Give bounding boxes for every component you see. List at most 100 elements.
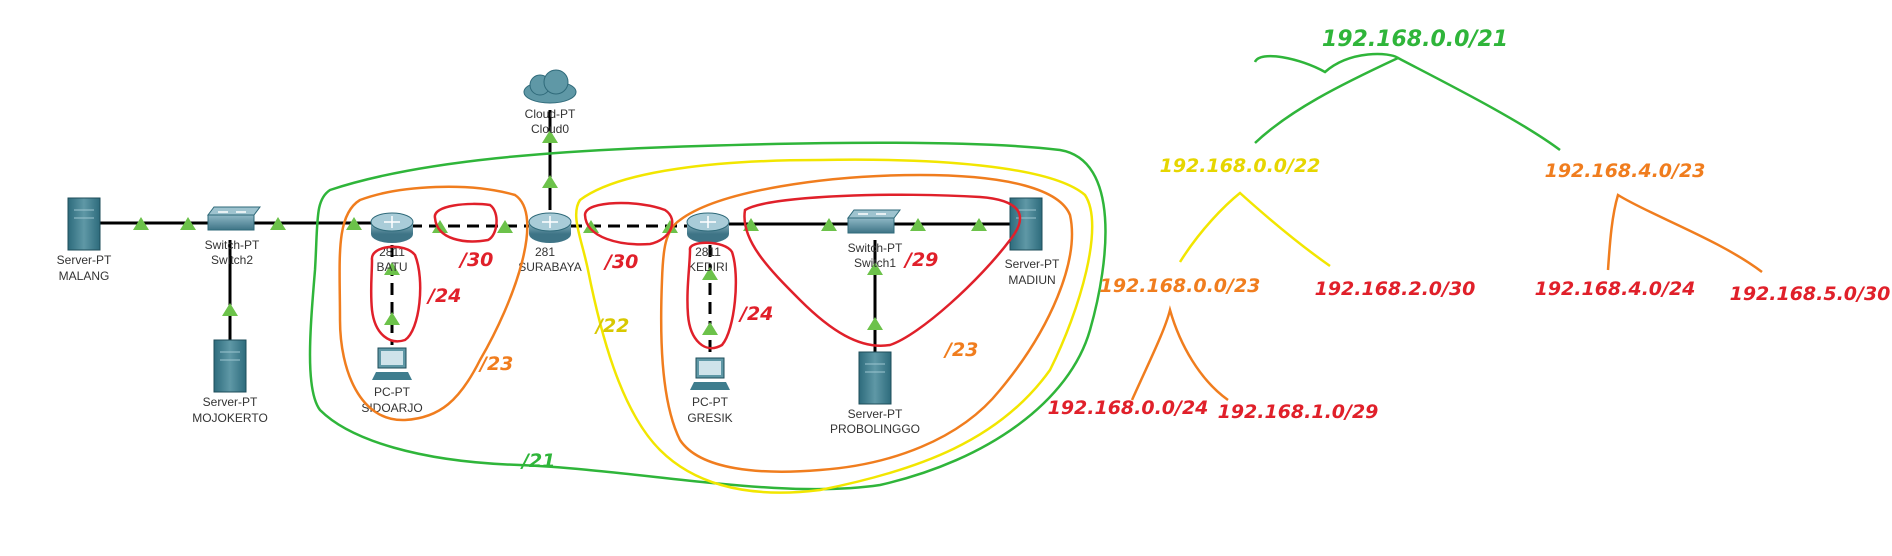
- device-name-label: MALANG: [59, 269, 110, 283]
- device-type-label: Switch-PT: [848, 241, 903, 255]
- device-type-label: PC-PT: [692, 395, 729, 409]
- device-name-label: MADIUN: [1008, 273, 1055, 287]
- subnet-tree-labels: 192.168.0.0/21 192.168.0.0/22 192.168.4.…: [1048, 27, 1891, 423]
- tree-node: 192.168.4.0/23: [1545, 160, 1706, 182]
- device-surabaya[interactable]: 281 SURABAYA: [518, 212, 582, 274]
- device-name-label: MOJOKERTO: [192, 411, 268, 425]
- device-gresik[interactable]: PC-PT GRESIK: [687, 357, 733, 425]
- device-sidoarjo[interactable]: PC-PT SIDOARJO: [361, 347, 423, 415]
- device-name-label: Cloud0: [531, 122, 569, 136]
- link-up-icon: [542, 175, 558, 188]
- device-type-label: Server-PT: [203, 395, 258, 409]
- device-batu[interactable]: 2811 BATU: [370, 212, 414, 274]
- link-up-icon: [384, 262, 400, 275]
- subnet-label: /30: [458, 249, 493, 271]
- link-up-icon: [270, 217, 286, 230]
- link-status-arrows: [133, 130, 987, 335]
- outline-red-24-left: [369, 245, 422, 343]
- device-name-label: BATU: [376, 260, 407, 274]
- tree-edge: [1178, 191, 1331, 268]
- switch-icon: [207, 206, 261, 231]
- device-name-label: GRESIK: [687, 411, 732, 425]
- subnet-label: /24: [426, 285, 461, 307]
- tree-edge: [1606, 193, 1763, 273]
- link-up-icon: [867, 317, 883, 330]
- outline-yellow-22: [575, 158, 1094, 494]
- subnet-label: /24: [738, 303, 773, 325]
- server-icon: [67, 197, 101, 251]
- link-up-icon: [133, 217, 149, 230]
- tree-node: 192.168.0.0/24: [1048, 397, 1209, 419]
- link-up-icon: [971, 218, 987, 231]
- subnet-label: /21: [520, 450, 555, 472]
- subnet-label: /22: [594, 315, 629, 337]
- cloud-icon: [523, 69, 577, 104]
- tree-edge: [1253, 52, 1399, 74]
- outline-red-30-right: [583, 201, 674, 246]
- tree-node: 192.168.4.0/24: [1535, 278, 1696, 300]
- link-up-icon: [432, 220, 448, 233]
- device-mojokerto[interactable]: Server-PT MOJOKERTO: [192, 339, 268, 425]
- device-malang[interactable]: Server-PT MALANG: [57, 197, 112, 283]
- link-up-icon: [222, 303, 238, 316]
- subnet-tree: [1130, 52, 1763, 402]
- device-type-label: Server-PT: [1005, 257, 1060, 271]
- device-kediri[interactable]: 2811 KEDIRI: [686, 212, 730, 274]
- outline-orange-right-23: [659, 173, 1074, 473]
- device-probolinggo[interactable]: Server-PT PROBOLINGGO: [830, 351, 920, 436]
- outline-red-30-left: [433, 202, 498, 243]
- server-icon: [213, 339, 247, 393]
- device-name-label: KEDIRI: [688, 260, 728, 274]
- link-up-icon: [702, 267, 718, 280]
- link-up-icon: [384, 312, 400, 325]
- outline-red-29: [743, 193, 1022, 348]
- subnet-labels: /30 /30 /24 /24 /29 /23 /23 /22 /21: [426, 249, 978, 472]
- pc-icon: [372, 347, 412, 380]
- subnet-label: /30: [603, 251, 638, 273]
- device-name-label: Switch2: [211, 253, 253, 267]
- device-switch2[interactable]: Switch-PT Switch2: [205, 206, 261, 267]
- outline-orange-left-23: [338, 185, 529, 422]
- device-type-label: Cloud-PT: [525, 107, 576, 121]
- link-up-icon: [542, 130, 558, 143]
- subnet-outlines: [308, 141, 1107, 494]
- subnet-label: /23: [478, 353, 513, 375]
- tree-edge: [1254, 56, 1561, 152]
- device-type-label: Server-PT: [848, 407, 903, 421]
- device-type-label: Server-PT: [57, 253, 112, 267]
- tree-node: 192.168.2.0/30: [1315, 278, 1476, 300]
- tree-node: 192.168.1.0/29: [1218, 401, 1379, 423]
- subnet-label: /29: [903, 249, 938, 271]
- tree-node: 192.168.0.0/23: [1100, 275, 1261, 297]
- device-type-label: 2811: [695, 245, 721, 259]
- device-switch1[interactable]: Switch-PT Switch1: [847, 209, 903, 270]
- router-icon: [686, 212, 730, 243]
- link-up-icon: [346, 217, 362, 230]
- link-up-icon: [497, 220, 513, 233]
- tree-edge: [1130, 305, 1229, 402]
- router-icon: [370, 212, 414, 243]
- server-icon: [858, 351, 892, 405]
- link-up-icon: [702, 322, 718, 335]
- tree-node-root: 192.168.0.0/21: [1322, 27, 1508, 52]
- device-cloud0[interactable]: Cloud-PT Cloud0: [523, 69, 577, 136]
- outline-green-21: [308, 141, 1107, 491]
- device-madiun[interactable]: Server-PT MADIUN: [1005, 197, 1060, 287]
- device-type-label: PC-PT: [374, 385, 411, 399]
- subnet-label: /23: [943, 339, 978, 361]
- device-name-label: PROBOLINGGO: [830, 422, 920, 436]
- pc-icon: [690, 357, 730, 390]
- device-type-label: 281: [535, 245, 555, 259]
- link-up-icon: [662, 220, 678, 233]
- link-up-icon: [583, 220, 599, 233]
- link-up-icon: [180, 217, 196, 230]
- outline-red-24-right: [686, 241, 738, 350]
- device-name-label: Switch1: [854, 256, 896, 270]
- tree-node: 192.168.0.0/22: [1160, 155, 1321, 177]
- tree-node: 192.168.5.0/30: [1730, 283, 1891, 305]
- switch-icon: [847, 209, 901, 234]
- device-type-label: Switch-PT: [205, 238, 260, 252]
- link-up-icon: [867, 262, 883, 275]
- router-icon: [528, 212, 572, 243]
